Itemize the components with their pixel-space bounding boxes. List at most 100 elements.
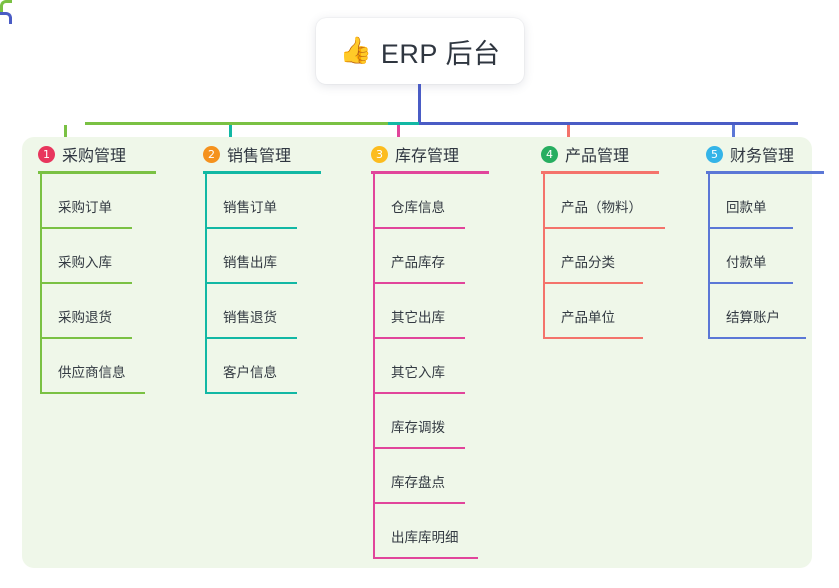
list-item[interactable]: 付款单 — [708, 229, 839, 284]
bus-cap-right — [0, 12, 12, 24]
column-badge-1: 1 — [38, 145, 55, 163]
column-1: 1 采购管理采购订单采购入库采购退货供应商信息 — [22, 137, 187, 394]
item-label: 产品单位 — [561, 310, 615, 325]
item-rule — [205, 392, 297, 394]
root-node-card[interactable]: 👍 ERP 后台 — [316, 18, 524, 84]
column-badge-2: 2 — [203, 145, 220, 163]
column-badge-5: 5 — [706, 145, 723, 163]
item-rule — [205, 227, 297, 229]
column-stem-5 — [708, 174, 710, 339]
list-item[interactable]: 采购入库 — [40, 229, 187, 284]
column-items-3: 仓库信息产品库存其它出库其它入库库存调拨库存盘点出库库明细 — [355, 174, 525, 559]
item-label: 仓库信息 — [391, 200, 445, 215]
column-rule-1 — [38, 171, 156, 174]
column-title-1: 采购管理 — [62, 148, 127, 165]
list-item[interactable]: 产品分类 — [543, 229, 690, 284]
item-label: 供应商信息 — [58, 365, 126, 380]
root-title: ERP 后台 — [380, 38, 501, 69]
column-badge-3: 3 — [371, 145, 388, 163]
column-items-1: 采购订单采购入库采购退货供应商信息 — [22, 174, 187, 394]
list-item[interactable]: 库存调拨 — [373, 394, 525, 449]
list-item[interactable]: 库存盘点 — [373, 449, 525, 504]
column-title-5: 财务管理 — [730, 148, 795, 165]
column-stem-2 — [205, 174, 207, 394]
bus-segment-blue — [419, 122, 798, 125]
list-item[interactable]: 采购退货 — [40, 284, 187, 339]
root-trunk-connector — [418, 84, 421, 123]
list-item[interactable]: 结算账户 — [708, 284, 839, 339]
item-label: 回款单 — [726, 200, 767, 215]
item-rule — [543, 282, 643, 284]
column-badge-4: 4 — [541, 145, 558, 163]
column-header-4[interactable]: 4 产品管理 — [525, 137, 690, 171]
column-items-2: 销售订单销售出库销售退货客户信息 — [187, 174, 355, 394]
item-rule — [373, 337, 465, 339]
diagram-panel — [22, 137, 812, 568]
column-header-2[interactable]: 2 销售管理 — [187, 137, 355, 171]
list-item[interactable]: 产品库存 — [373, 229, 525, 284]
column-header-1[interactable]: 1 采购管理 — [22, 137, 187, 171]
column-3: 3 库存管理仓库信息产品库存其它出库其它入库库存调拨库存盘点出库库明细 — [355, 137, 525, 559]
item-rule — [373, 282, 465, 284]
column-rule-4 — [541, 171, 659, 174]
list-item[interactable]: 仓库信息 — [373, 174, 525, 229]
item-rule — [40, 282, 132, 284]
item-label: 库存盘点 — [391, 475, 445, 490]
item-rule — [373, 392, 465, 394]
item-rule — [373, 502, 465, 504]
column-rule-3 — [371, 171, 489, 174]
bus-cap-left — [0, 0, 12, 12]
column-title-3: 库存管理 — [395, 148, 460, 165]
item-label: 产品库存 — [391, 255, 445, 270]
list-item[interactable]: 销售出库 — [205, 229, 355, 284]
column-title-2: 销售管理 — [227, 148, 292, 165]
item-label: 采购退货 — [58, 310, 112, 325]
column-rule-5 — [706, 171, 824, 174]
column-header-3[interactable]: 3 库存管理 — [355, 137, 525, 171]
item-rule — [543, 337, 643, 339]
item-rule — [373, 447, 465, 449]
list-item[interactable]: 产品单位 — [543, 284, 690, 339]
item-label: 销售出库 — [223, 255, 277, 270]
list-item[interactable]: 回款单 — [708, 174, 839, 229]
column-4: 4 产品管理产品（物料） 产品分类产品单位 — [525, 137, 690, 339]
item-label: 产品（物料） — [561, 200, 642, 215]
list-item[interactable]: 销售退货 — [205, 284, 355, 339]
item-label: 采购订单 — [58, 200, 112, 215]
item-rule — [708, 282, 793, 284]
item-label: 客户信息 — [223, 365, 277, 380]
item-label: 产品分类 — [561, 255, 615, 270]
item-rule — [40, 227, 132, 229]
item-label: 其它入库 — [391, 365, 445, 380]
item-rule — [373, 227, 465, 229]
item-label: 其它出库 — [391, 310, 445, 325]
list-item[interactable]: 销售订单 — [205, 174, 355, 229]
column-rule-2 — [203, 171, 321, 174]
list-item[interactable]: 采购订单 — [40, 174, 187, 229]
item-rule — [40, 337, 132, 339]
column-stem-3 — [373, 174, 375, 559]
item-rule — [708, 337, 806, 339]
item-label: 出库库明细 — [391, 530, 459, 545]
item-label: 销售退货 — [223, 310, 277, 325]
item-label: 库存调拨 — [391, 420, 445, 435]
item-rule — [40, 392, 145, 394]
item-rule — [373, 557, 478, 559]
list-item[interactable]: 其它出库 — [373, 284, 525, 339]
list-item[interactable]: 产品（物料） — [543, 174, 690, 229]
column-5: 5 财务管理回款单付款单结算账户 — [690, 137, 839, 339]
list-item[interactable]: 客户信息 — [205, 339, 355, 394]
list-item[interactable]: 其它入库 — [373, 339, 525, 394]
column-header-5[interactable]: 5 财务管理 — [690, 137, 839, 171]
item-rule — [543, 227, 665, 229]
item-rule — [205, 337, 297, 339]
thumbs-up-icon: 👍 — [339, 36, 372, 66]
item-label: 结算账户 — [726, 310, 780, 325]
list-item[interactable]: 供应商信息 — [40, 339, 187, 394]
list-item[interactable]: 出库库明细 — [373, 504, 525, 559]
column-stem-4 — [543, 174, 545, 339]
column-stem-1 — [40, 174, 42, 394]
bus-segment-teal — [388, 122, 419, 125]
column-title-4: 产品管理 — [565, 148, 630, 165]
item-rule — [205, 282, 297, 284]
